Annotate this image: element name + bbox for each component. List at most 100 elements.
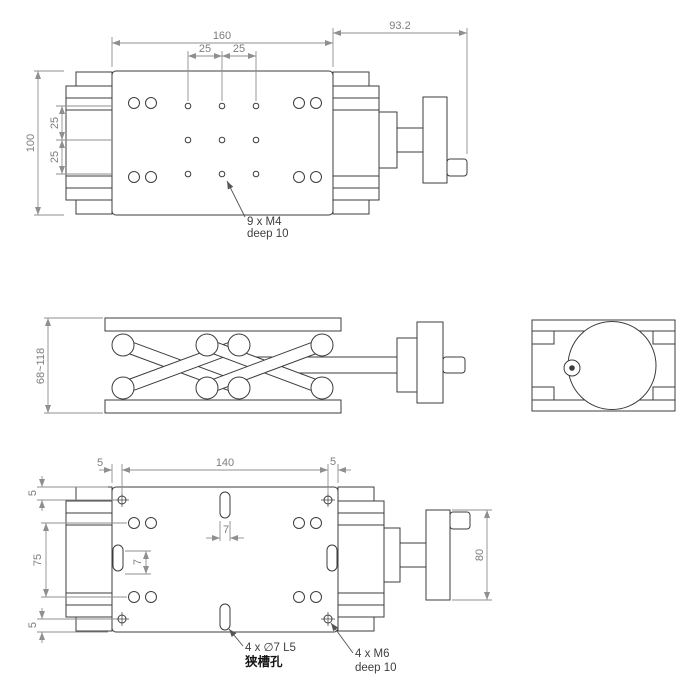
dim-text-5-right: 5 bbox=[330, 456, 336, 468]
rail-body bbox=[332, 85, 380, 201]
slot-annotation: 4 x ∅7 L5 狭槽孔 bbox=[228, 628, 296, 669]
roller bbox=[111, 333, 135, 357]
counterbore-hole bbox=[145, 591, 157, 603]
m6-annotation: 4 x M6 deep 10 bbox=[330, 622, 397, 674]
m4-hole bbox=[252, 136, 260, 144]
knob-shaft bbox=[399, 542, 427, 568]
slot-hole bbox=[326, 544, 338, 572]
counterbore-hole bbox=[128, 517, 140, 529]
bottom-view-knob bbox=[383, 509, 471, 601]
upper-platform bbox=[104, 317, 342, 332]
rail-end bbox=[531, 386, 555, 401]
knob-handle-tip bbox=[446, 158, 468, 177]
m4-hole bbox=[184, 170, 192, 178]
bottom-plate bbox=[111, 486, 339, 633]
counterbore-hole bbox=[128, 591, 140, 603]
lower-platform bbox=[104, 399, 342, 414]
bottom-view-counterbore-holes bbox=[128, 517, 322, 603]
knob-handle-tip bbox=[442, 356, 466, 374]
m4-hole bbox=[218, 102, 226, 110]
counterbore-hole bbox=[310, 591, 322, 603]
dim-text-68-118: 68~118 bbox=[35, 348, 47, 384]
counterbore-hole bbox=[128, 97, 140, 109]
knob-wheel bbox=[425, 509, 451, 601]
roller bbox=[195, 376, 219, 400]
m4-hole bbox=[184, 136, 192, 144]
m4-annotation: 9 x M4 deep 10 bbox=[226, 180, 289, 240]
m6-note-line2: deep 10 bbox=[355, 662, 397, 674]
m4-hole bbox=[252, 170, 260, 178]
knob-wheel bbox=[416, 321, 444, 404]
m4-hole-grid bbox=[184, 102, 260, 178]
roller bbox=[111, 376, 135, 400]
rail-ear bbox=[337, 486, 375, 502]
knob-shaft bbox=[396, 127, 424, 153]
roller bbox=[310, 333, 334, 357]
dim-text-25c: 25 bbox=[49, 117, 61, 129]
leader-line bbox=[330, 622, 354, 654]
knob-face bbox=[567, 321, 657, 410]
m4-note-line1: 9 x M4 bbox=[247, 216, 282, 228]
top-view-left-rail bbox=[65, 71, 113, 215]
rail-ear bbox=[75, 199, 113, 215]
scissor-rollers bbox=[111, 333, 334, 400]
m6-note-line1: 4 x M6 bbox=[355, 648, 390, 660]
dim-text-160: 160 bbox=[213, 30, 231, 42]
dim-text-5-top: 5 bbox=[27, 490, 39, 496]
top-view-right-rail bbox=[332, 71, 380, 215]
slot-note-line2: 狭槽孔 bbox=[244, 654, 283, 669]
dim-text-25b: 25 bbox=[233, 43, 245, 55]
knob-wheel bbox=[422, 96, 448, 184]
top-view-dimensions: 160 93.2 25 25 100 25 25 bbox=[25, 20, 468, 216]
side-view bbox=[531, 319, 676, 412]
counterbore-hole bbox=[293, 171, 305, 183]
rail-body bbox=[65, 85, 113, 201]
slot-note-line1: 4 x ∅7 L5 bbox=[245, 642, 296, 654]
m4-hole bbox=[218, 136, 226, 144]
counterbore-hole bbox=[128, 171, 140, 183]
counterbore-hole bbox=[293, 591, 305, 603]
counterbore-hole bbox=[145, 517, 157, 529]
rail-end bbox=[531, 330, 555, 345]
rail-body bbox=[65, 500, 113, 618]
dim-text-140: 140 bbox=[216, 457, 234, 469]
top-view-knob bbox=[378, 96, 468, 184]
leader-line bbox=[228, 628, 244, 647]
counterbore-hole bbox=[145, 171, 157, 183]
roller bbox=[227, 376, 251, 400]
m4-hole bbox=[184, 102, 192, 110]
front-view-knob bbox=[396, 321, 466, 404]
bottom-view-left-rail bbox=[65, 486, 113, 632]
front-view: 68~118 bbox=[35, 317, 466, 414]
counterbore-hole bbox=[293, 97, 305, 109]
rail-ear bbox=[75, 71, 113, 87]
dim-text-25a: 25 bbox=[199, 43, 211, 55]
knob-bracket bbox=[396, 337, 418, 393]
knob-bracket bbox=[383, 527, 401, 583]
counterbore-hole bbox=[310, 97, 322, 109]
dim-text-75: 75 bbox=[32, 554, 44, 566]
m4-hole bbox=[218, 170, 226, 178]
dim-text-7-width: 7 bbox=[223, 524, 229, 536]
counterbore-hole bbox=[310, 517, 322, 529]
bottom-view: 5 140 5 5 75 5 7 7 bbox=[27, 456, 492, 674]
bottom-view-dimensions: 5 140 5 5 75 5 7 7 bbox=[27, 456, 492, 643]
dim-text-80: 80 bbox=[474, 549, 486, 561]
bottom-view-right-rail bbox=[337, 486, 385, 632]
roller bbox=[310, 376, 334, 400]
dim-text-25d: 25 bbox=[49, 151, 61, 163]
dim-text-7-length: 7 bbox=[132, 559, 144, 565]
counterbore-hole bbox=[310, 171, 322, 183]
front-view-dimensions: 68~118 bbox=[35, 317, 103, 414]
knob-handle-tip bbox=[449, 511, 471, 530]
roller bbox=[195, 333, 219, 357]
dim-text-5-left: 5 bbox=[97, 457, 103, 469]
rail-ear bbox=[332, 71, 370, 87]
top-view-counterbore-holes bbox=[128, 97, 322, 183]
slot-hole bbox=[112, 544, 124, 572]
slot-hole bbox=[219, 603, 231, 631]
rail-ear bbox=[337, 616, 375, 632]
leader-line bbox=[226, 180, 246, 218]
